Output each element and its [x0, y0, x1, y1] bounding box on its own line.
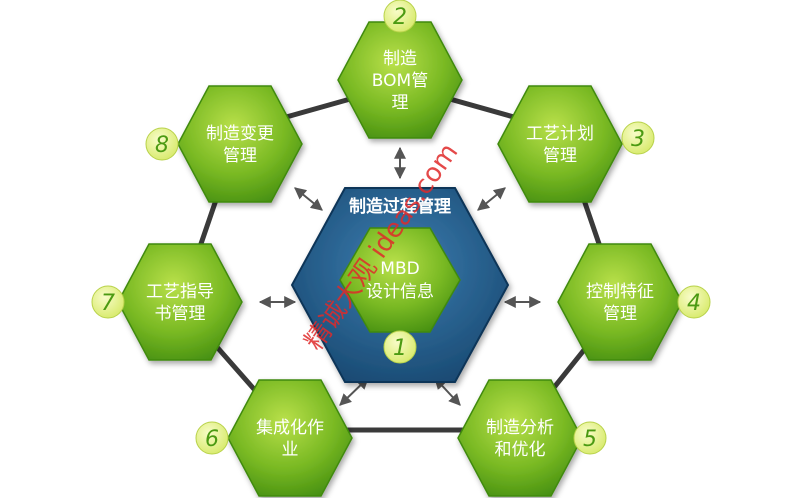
center-title: 制造过程管理 [349, 196, 451, 217]
node-process-plan-hexagon [497, 85, 623, 203]
node-instruction-label-line: 书管理 [155, 304, 206, 324]
node-change-badge [145, 127, 179, 161]
inner-line-2: 设计信息 [366, 282, 434, 302]
node-integration-label-line: 业 [282, 440, 299, 460]
arrow-to-change [294, 187, 323, 211]
node-analysis-hexagon [457, 379, 583, 497]
node-control-feature-label-line: 管理 [603, 304, 637, 324]
node-analysis-badge [573, 421, 607, 455]
node-bom-badge [383, 0, 417, 33]
node-instruction-badge [91, 285, 125, 319]
node-integration-label-line: 集成化作 [256, 418, 324, 438]
node-bom-badge-number: 2 [393, 5, 407, 30]
arrow-to-process-plan [477, 187, 506, 211]
node-integration-badge-number: 6 [205, 427, 219, 452]
node-analysis-label-line: 和优化 [495, 440, 546, 460]
node-integration-hexagon [227, 379, 353, 497]
node-control-feature-hexagon [557, 243, 683, 361]
node-analysis-badge-number: 5 [583, 427, 597, 452]
node-process-plan-label-line: 工艺计划 [526, 124, 594, 144]
node-process-plan-label-line: 管理 [543, 146, 577, 166]
node-bom-label-line: 理 [392, 93, 409, 113]
node-change-hexagon [177, 85, 303, 203]
badge-1-number: 1 [393, 336, 407, 361]
node-integration-badge [195, 421, 229, 455]
node-bom-label-line: BOM管 [372, 71, 428, 91]
center-hexagon: 制造过程管理 MBD 设计信息 1 [290, 187, 510, 383]
inner-mbd-hexagon [339, 227, 461, 333]
node-bom-label-line: 制造 [383, 49, 417, 69]
node-process-plan-badge [621, 121, 655, 155]
node-control-feature-label-line: 控制特征 [586, 282, 654, 302]
node-instruction-hexagon [117, 243, 243, 361]
node-process-plan-badge-number: 3 [631, 127, 645, 152]
node-bom-hexagon [337, 21, 463, 139]
node-change-label-line: 管理 [223, 146, 257, 166]
node-change-badge-number: 8 [155, 133, 169, 158]
node-analysis-label-line: 制造分析 [486, 418, 554, 438]
inner-line-1: MBD [380, 259, 419, 279]
node-instruction-label-line: 工艺指导 [146, 282, 214, 302]
node-change-label-line: 制造变更 [206, 124, 274, 144]
node-control-feature-badge [677, 285, 711, 319]
node-instruction-badge-number: 7 [101, 291, 115, 316]
badge-1 [383, 330, 417, 364]
node-control-feature-badge-number: 4 [687, 291, 701, 316]
